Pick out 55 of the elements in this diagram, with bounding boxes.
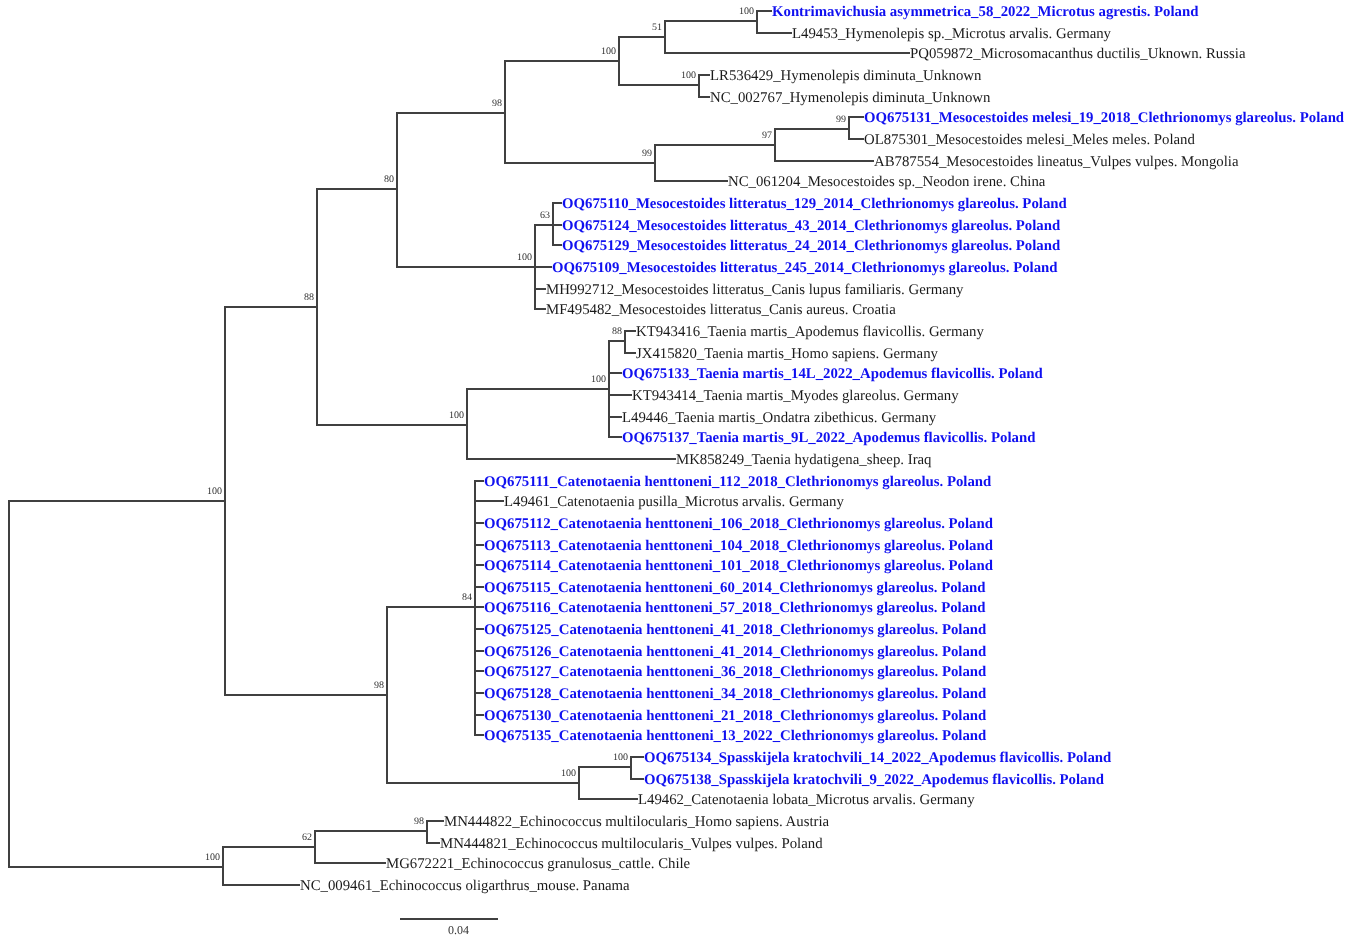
branch-line	[773, 160, 875, 162]
branch-line	[503, 60, 619, 62]
branch-line	[577, 766, 631, 768]
branch-line	[617, 84, 699, 86]
clade-node-line	[608, 340, 610, 438]
clade-node-line	[698, 74, 700, 98]
branch-line	[465, 458, 677, 460]
branch-line	[607, 394, 633, 396]
clade-node-line	[624, 330, 626, 354]
clade-node-line	[654, 144, 656, 182]
clade-node-line	[466, 388, 468, 460]
branch-line	[313, 830, 427, 832]
clade-node-line	[224, 306, 226, 696]
branch-line	[7, 866, 223, 868]
clade-node-line	[618, 36, 620, 86]
clade-node-line	[8, 500, 10, 868]
branch-line	[395, 266, 535, 268]
branch-line	[653, 180, 729, 182]
clade-node-line	[578, 766, 580, 800]
clade-node-line	[664, 20, 666, 54]
branch-line	[663, 52, 911, 54]
clade-node-line	[386, 606, 388, 784]
clade-node-line	[534, 224, 536, 310]
branch-line	[221, 884, 301, 886]
clade-node-line	[314, 830, 316, 864]
clade-node-line	[756, 10, 758, 34]
branch-line	[313, 862, 387, 864]
clade-node-line	[316, 188, 318, 426]
clade-node-line	[504, 60, 506, 164]
clade-node-line	[222, 846, 224, 886]
clade-node-line	[630, 756, 632, 780]
branch-line	[473, 500, 505, 502]
branch-line	[7, 500, 225, 502]
branch-line	[223, 306, 317, 308]
branch-line	[385, 782, 579, 784]
branch-line	[663, 20, 757, 22]
branch-line	[653, 144, 775, 146]
branch-line	[577, 798, 639, 800]
clade-node-line	[426, 820, 428, 844]
branch-line	[315, 188, 397, 190]
clade-node-line	[474, 480, 476, 736]
clade-node-line	[552, 202, 554, 246]
branch-line	[315, 424, 467, 426]
branch-line	[385, 606, 475, 608]
clade-node-line	[396, 112, 398, 268]
branch-line	[223, 694, 387, 696]
clade-node-line	[848, 116, 850, 140]
clade-node-line	[774, 128, 776, 162]
branch-line	[617, 36, 665, 38]
branch-line	[503, 162, 655, 164]
branch-line	[395, 112, 505, 114]
branch-line	[755, 32, 793, 34]
branch-line	[465, 388, 609, 390]
branch-line	[773, 128, 849, 130]
branch-line	[221, 846, 315, 848]
